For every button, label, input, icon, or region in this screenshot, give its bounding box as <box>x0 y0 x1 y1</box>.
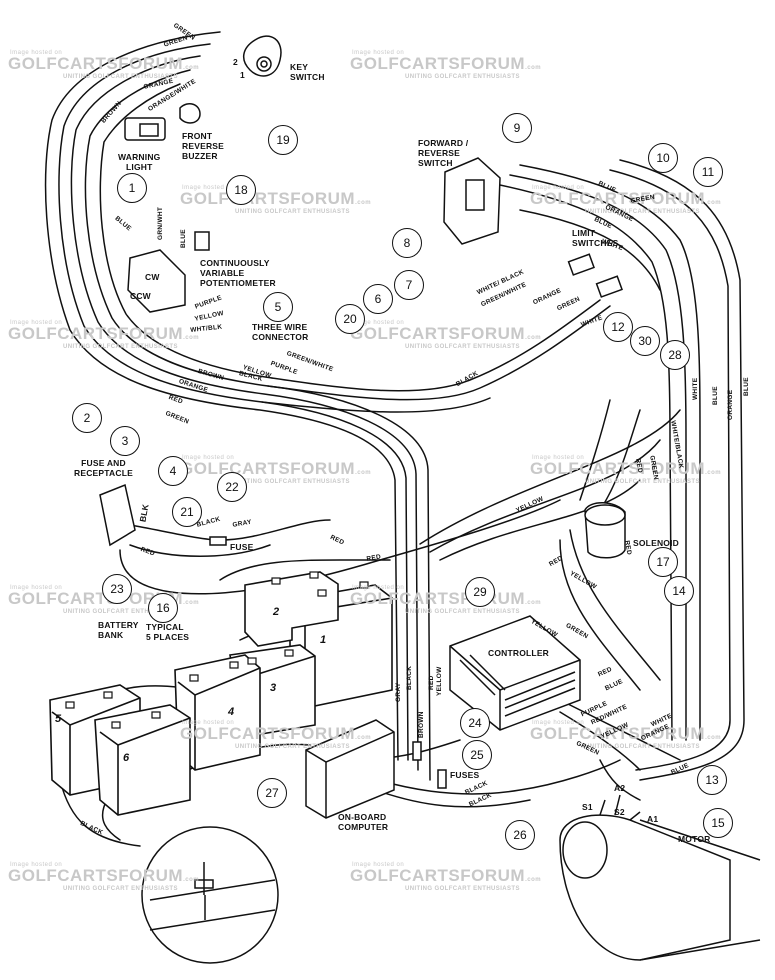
callout-6: 6 <box>363 284 393 314</box>
battery-number: 2 <box>273 606 280 618</box>
wire-label-brown: BROWN <box>418 711 425 738</box>
callout-27: 27 <box>257 778 287 808</box>
three-wire-connector-label: THREE WIRE CONNECTOR <box>252 322 309 342</box>
limit-switches-label: LIMIT SWITCHES <box>572 228 619 248</box>
terminal-a2: A2 <box>614 783 626 793</box>
fuse-label: FUSE <box>230 542 254 552</box>
callout-18: 18 <box>226 175 256 205</box>
callout-20: 20 <box>335 304 365 334</box>
callout-16: 16 <box>148 593 178 623</box>
callout-13: 13 <box>697 765 727 795</box>
callout-1: 1 <box>117 173 147 203</box>
key-terminal-1: 1 <box>240 70 245 80</box>
wire-label-yellow: YELLOW <box>436 666 443 696</box>
callout-3: 3 <box>110 426 140 456</box>
callout-12: 12 <box>603 312 633 342</box>
key-terminal-2: 2 <box>233 57 238 67</box>
callout-17: 17 <box>648 547 678 577</box>
battery-number: 5 <box>55 713 62 725</box>
wire-label-red: RED <box>428 675 435 690</box>
solenoid-label: SOLENOID <box>633 538 679 548</box>
callout-9: 9 <box>502 113 532 143</box>
wire-label-blue: BLUE <box>180 229 187 248</box>
typical-label: TYPICAL 5 PLACES <box>146 622 190 642</box>
callout-22: 22 <box>217 472 247 502</box>
callout-2: 2 <box>72 403 102 433</box>
wire-label-gray: GRAY <box>395 682 402 702</box>
callout-11: 11 <box>693 157 723 187</box>
battery-number: 4 <box>228 706 235 718</box>
battery-bank-label: BATTERY BANK <box>98 620 139 640</box>
motor-label: MOTOR <box>678 834 711 844</box>
battery-number: 1 <box>320 634 327 646</box>
potentiometer-label: CONTINUOUSLY VARIABLE POTENTIOMETER <box>200 258 276 288</box>
terminal-a1: A1 <box>647 814 659 824</box>
front-reverse-buzzer-label: FRONT REVERSE BUZZER <box>182 131 225 161</box>
callout-4: 4 <box>158 456 188 486</box>
wire-label-blue: BLUE <box>743 377 750 396</box>
terminal-s2: S2 <box>614 807 625 817</box>
key-switch-label: KEY SWITCH <box>290 62 325 82</box>
wire-label-white: WHITE <box>692 377 699 400</box>
callout-28: 28 <box>660 340 690 370</box>
callout-5: 5 <box>263 292 293 322</box>
forward-reverse-switch-label: FORWARD / REVERSE SWITCH <box>418 138 469 168</box>
callout-14: 14 <box>664 576 694 606</box>
fuse-receptacle-label: FUSE AND RECEPTACLE <box>74 458 133 478</box>
callout-15: 15 <box>703 808 733 838</box>
callout-25: 25 <box>462 740 492 770</box>
terminal-ccw: CCW <box>130 291 151 301</box>
callout-23: 23 <box>102 574 132 604</box>
callout-21: 21 <box>172 497 202 527</box>
callout-30: 30 <box>630 326 660 356</box>
wire-label-blue: BLUE <box>712 386 719 405</box>
terminal-cw: CW <box>145 272 160 282</box>
callout-26: 26 <box>505 820 535 850</box>
controller-label: CONTROLLER <box>488 648 550 658</box>
battery-number: 6 <box>123 752 130 764</box>
terminal-s1: S1 <box>582 802 593 812</box>
onboard-computer-label: ON-BOARD COMPUTER <box>338 812 389 832</box>
warning-light-label: WARNING LIGHT <box>118 152 161 172</box>
wire-label-orange: ORANGE <box>727 389 734 420</box>
callout-8: 8 <box>392 228 422 258</box>
fuses-label: FUSES <box>450 770 480 780</box>
callout-19: 19 <box>268 125 298 155</box>
callout-10: 10 <box>648 143 678 173</box>
wire-label-grn-wht: GRN/WHT <box>157 206 164 240</box>
callout-29: 29 <box>465 577 495 607</box>
wire-label-black: BLACK <box>406 665 413 690</box>
callout-7: 7 <box>394 270 424 300</box>
callout-24: 24 <box>460 708 490 738</box>
battery-number: 3 <box>270 682 277 694</box>
